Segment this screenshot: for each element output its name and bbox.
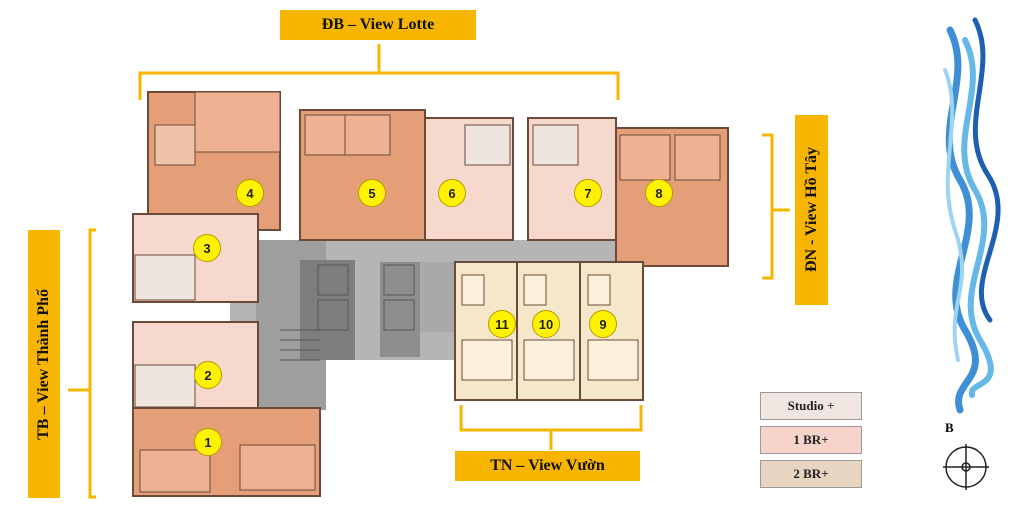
unit-number-7: 7 xyxy=(574,179,602,207)
legend-1br: 1 BR+ xyxy=(760,426,862,454)
legend-2br: 2 BR+ xyxy=(760,460,862,488)
unit-number-6: 6 xyxy=(438,179,466,207)
view-label-right: ĐN - View Hồ Tây xyxy=(795,115,828,305)
unit-number-4: 4 xyxy=(236,179,264,207)
compass-icon xyxy=(943,444,989,490)
unit-number-11: 11 xyxy=(488,310,516,338)
unit-number-10: 10 xyxy=(532,310,560,338)
view-label-left-text: TB – View Thành Phố xyxy=(35,288,52,440)
view-brackets xyxy=(68,44,790,499)
unit-number-2: 2 xyxy=(194,361,222,389)
legend-studio: Studio + xyxy=(760,392,862,420)
unit-number-1: 1 xyxy=(194,428,222,456)
unit-number-9: 9 xyxy=(589,310,617,338)
view-label-bottom: TN – View Vườn xyxy=(455,451,640,481)
river-illustration xyxy=(943,17,1001,414)
compass-label: B xyxy=(945,420,954,435)
unit-number-3: 3 xyxy=(193,234,221,262)
unit-number-5: 5 xyxy=(358,179,386,207)
view-label-right-text: ĐN - View Hồ Tây xyxy=(802,147,820,273)
view-label-top: ĐB – View Lotte xyxy=(280,10,476,40)
unit-number-8: 8 xyxy=(645,179,673,207)
view-label-left: TB – View Thành Phố xyxy=(28,230,60,498)
